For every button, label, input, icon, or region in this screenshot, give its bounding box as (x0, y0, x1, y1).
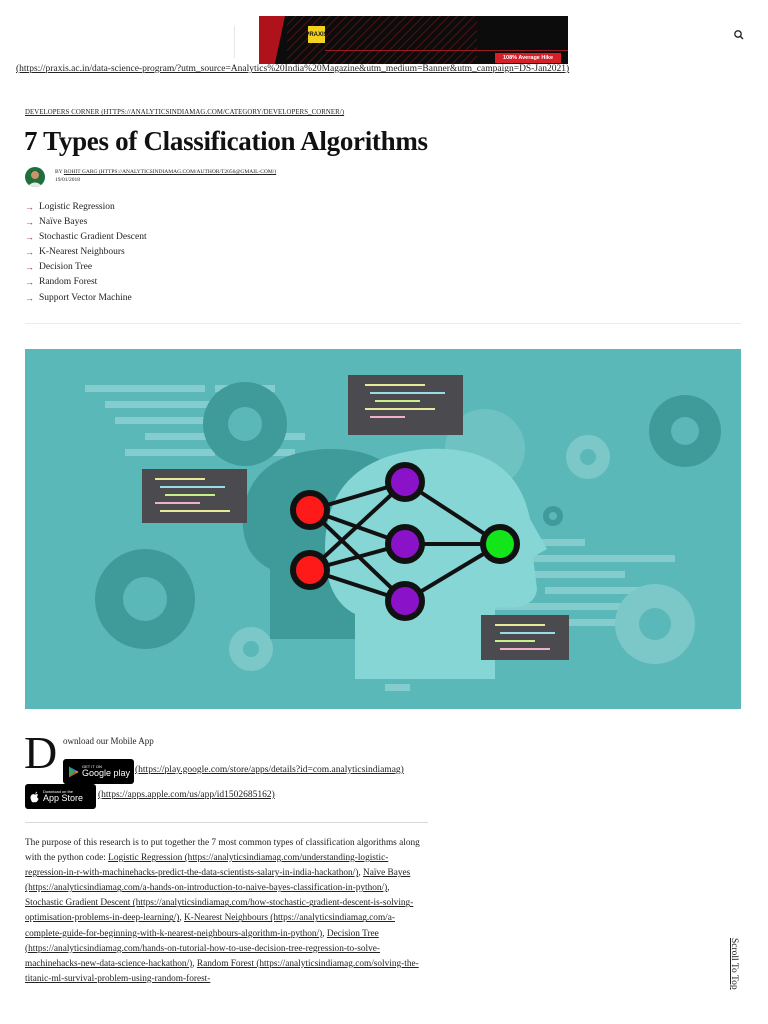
banner-hike-badge: 108% Average Hike (495, 53, 561, 63)
byline: BY ROHIT GARG (HTTPS://ANALYTICSINDIAMAG… (55, 169, 276, 175)
separator: , (192, 958, 197, 969)
category-link[interactable]: DEVELOPERS CORNER (HTTPS://ANALYTICSINDI… (25, 109, 345, 116)
toc-item-label[interactable]: Decision Tree (39, 262, 93, 273)
arrow-right-icon: → (25, 232, 34, 243)
google-play-link[interactable]: (https://play.google.com/store/apps/deta… (135, 765, 404, 775)
publish-date: 19/01/2018 (55, 177, 81, 183)
app-download-title: ownload our Mobile App (63, 736, 154, 746)
toc-item[interactable]: → Naïve Bayes (25, 215, 147, 230)
toc-item-label[interactable]: K-Nearest Neighbours (39, 247, 125, 258)
table-of-contents: → Logistic Regression → Naïve Bayes → Stoch… (25, 200, 147, 306)
app-store-link[interactable]: (https://apps.apple.com/us/app/id1502685… (98, 790, 275, 800)
praxis-logo: PRAXIS (305, 26, 328, 43)
toc-item-label[interactable]: Naïve Bayes (39, 217, 88, 228)
arrow-right-icon: → (25, 247, 34, 258)
ad-banner[interactable]: PRAXIS 108% Average Hike (259, 16, 568, 64)
apple-badge-big-text: App Store (43, 793, 84, 803)
arrow-right-icon: → (25, 292, 34, 303)
toc-item[interactable]: → Stochastic Gradient Descent (25, 230, 147, 245)
apple-badge-small-text: Download on the (43, 789, 74, 794)
toc-item-label[interactable]: Logistic Regression (39, 202, 115, 212)
intro-paragraph: The purpose of this research is to put t… (25, 836, 425, 987)
byline-prefix: BY (55, 169, 63, 175)
link-random-forest[interactable]: Random Forest (https://analyticsindiamag… (25, 958, 419, 984)
link-stochastic-gradient-descent[interactable]: Stochastic Gradient Descent (https://ana… (25, 898, 414, 924)
google-badge-small-text: GET IT ON (82, 764, 102, 769)
dropcap: D (24, 727, 58, 778)
google-play-icon (69, 766, 79, 777)
header-divider (234, 26, 235, 58)
toc-item[interactable]: → Random Forest (25, 275, 147, 290)
toc-item[interactable]: → K-Nearest Neighbours (25, 245, 147, 260)
page-title: 7 Types of Classification Algorithms (24, 126, 428, 156)
gear-icon (95, 382, 721, 649)
search-icon[interactable] (733, 29, 745, 41)
banner-red-stripe (259, 16, 285, 64)
toc-item[interactable]: → Logistic Regression (25, 200, 147, 215)
intro-text: The purpose of this research is to put t… (25, 838, 420, 864)
arrow-right-icon: → (25, 217, 34, 228)
ad-banner-link[interactable]: (https://praxis.ac.in/data-science-progr… (16, 64, 570, 74)
link-decision-tree[interactable]: Decision Tree (https://analyticsindiamag… (25, 928, 380, 969)
apple-icon (30, 791, 39, 802)
author-link[interactable]: ROHIT GARG (HTTPS://ANALYTICSINDIAMAG.CO… (63, 169, 277, 175)
hero-illustration (25, 349, 741, 709)
link-k-nearest-neighbours[interactable]: K-Nearest Neighbours (https://analyticsi… (25, 913, 395, 939)
app-store-badge[interactable]: Download on the App Store (25, 784, 96, 809)
arrow-right-icon: → (25, 262, 34, 273)
divider (25, 323, 741, 324)
separator: , (387, 883, 390, 894)
arrow-right-icon: → (25, 277, 34, 288)
separator: , (179, 913, 185, 924)
divider (25, 822, 428, 823)
toc-item[interactable]: → Decision Tree (25, 260, 147, 275)
toc-item-label[interactable]: Support Vector Machine (39, 292, 132, 303)
link-logistic-regression[interactable]: Logistic Regression (https://analyticsin… (25, 853, 389, 879)
toc-item[interactable]: → Support Vector Machine (25, 291, 147, 306)
link-naive-bayes[interactable]: Naïve Bayes (https://analyticsindiamag.c… (25, 868, 411, 894)
author-avatar[interactable] (25, 167, 45, 187)
google-play-badge[interactable]: GET IT ON Google play (63, 759, 134, 784)
scroll-to-top-button[interactable]: Scroll To Top (723, 938, 743, 998)
arrow-right-icon: → (25, 202, 34, 212)
google-badge-big-text: Google play (82, 768, 131, 778)
toc-item-label[interactable]: Stochastic Gradient Descent (39, 232, 147, 243)
banner-divider-line (325, 50, 568, 51)
scroll-to-top-label[interactable]: Scroll To Top (729, 938, 739, 990)
separator: , (358, 868, 363, 879)
separator: , (322, 928, 327, 939)
toc-item-label[interactable]: Random Forest (39, 277, 98, 288)
